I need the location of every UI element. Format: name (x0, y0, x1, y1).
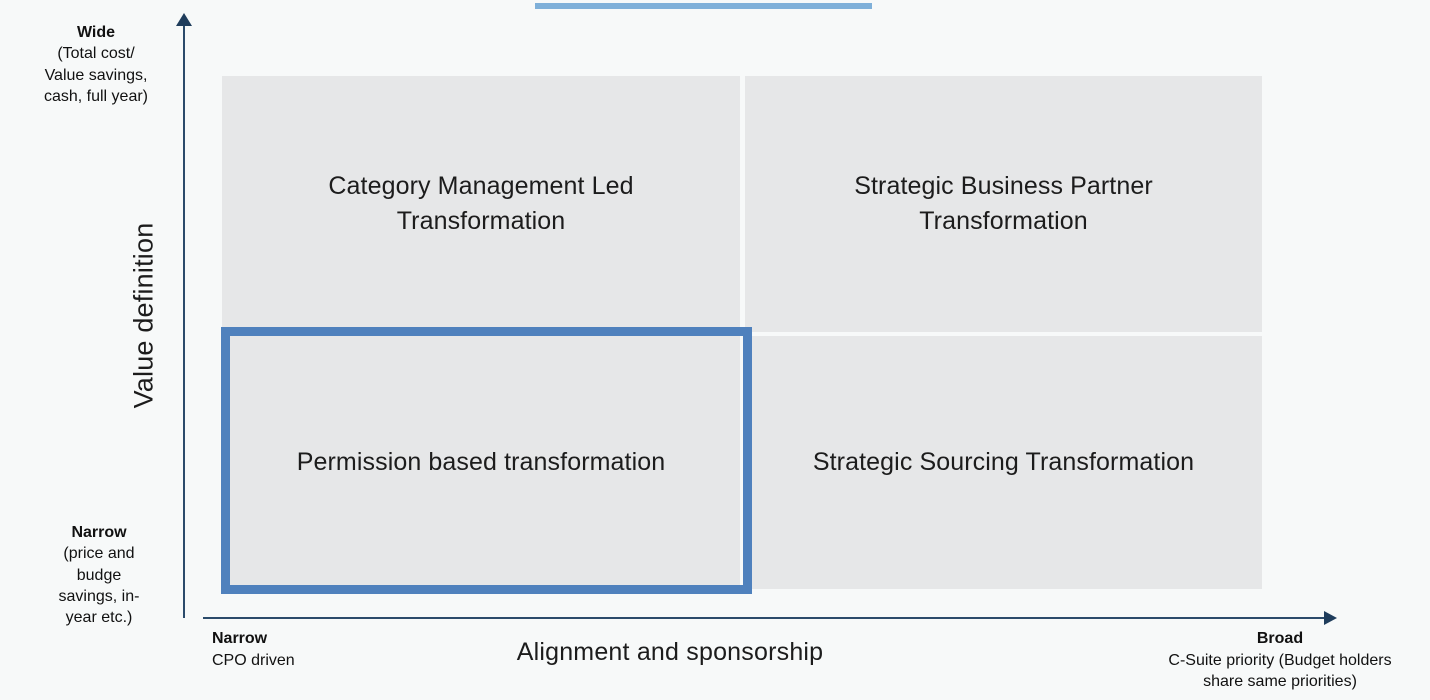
x-axis-high-line1: C-Suite priority (Budget holders (1168, 651, 1392, 669)
x-axis-low-sub: CPO driven (212, 651, 295, 669)
quadrant-top-left-label: Category Management Led Transformation (328, 171, 634, 236)
x-axis-line (203, 617, 1326, 619)
top-accent-bar (535, 3, 872, 9)
y-axis-low-line2: budge (76, 566, 122, 584)
x-axis-high-label: Broad C-Suite priority (Budget holders s… (1130, 628, 1430, 693)
y-axis-high-strong: Wide (76, 24, 116, 41)
x-axis-low-strong: Narrow (212, 630, 268, 647)
quadrant-bottom-left[interactable]: Permission based transformation (222, 336, 740, 589)
y-axis-line (183, 24, 185, 618)
quadrant-top-right-label: Strategic Business Partner Transformatio… (854, 171, 1153, 236)
quadrant-top-right[interactable]: Strategic Business Partner Transformatio… (745, 76, 1262, 332)
quadrant-bottom-right[interactable]: Strategic Sourcing Transformation (745, 336, 1262, 589)
x-axis-high-strong: Broad (1256, 630, 1304, 647)
y-axis-high-line3: cash, full year) (43, 87, 149, 105)
y-axis-arrow-icon (176, 13, 192, 26)
x-axis-arrow-icon (1324, 611, 1337, 625)
quadrant-top-left[interactable]: Category Management Led Transformation (222, 76, 740, 332)
quadrant-bottom-right-label: Strategic Sourcing Transformation (812, 447, 1195, 476)
y-axis-high-line2: Value savings, (44, 66, 148, 84)
x-axis-high-line2: share same priorities) (1203, 673, 1357, 691)
y-axis-high-label: Wide (Total cost/ Value savings, cash, f… (20, 22, 172, 107)
x-axis-title: Alignment and sponsorship (516, 638, 824, 666)
y-axis-low-line3: savings, in- (58, 587, 140, 605)
quadrant-bottom-left-label: Permission based transformation (296, 447, 666, 476)
y-axis-low-label: Narrow (price and budge savings, in- yea… (30, 522, 168, 628)
x-axis-low-label: Narrow CPO driven (212, 628, 442, 671)
y-axis-title: Value definition (128, 222, 159, 409)
y-axis-low-strong: Narrow (71, 524, 127, 541)
y-axis-high-line1: (Total cost/ (57, 45, 135, 63)
y-axis-low-line1: (price and (63, 545, 135, 563)
y-axis-low-line4: year etc.) (65, 609, 133, 627)
